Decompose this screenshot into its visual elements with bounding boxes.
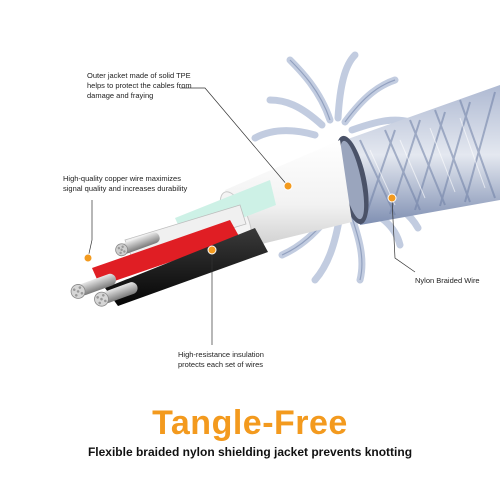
red-wire <box>92 220 240 286</box>
nylon-braided-sleeve <box>345 85 500 225</box>
headline-title: Tangle-Free <box>152 404 348 442</box>
callout-nylon-braided-wire: Nylon Braided Wire <box>415 276 480 285</box>
copper-strands <box>70 232 160 307</box>
inner-wires <box>92 204 268 306</box>
callout-outer-jacket: Outer jacket made of solid TPE helps to … <box>87 71 192 100</box>
callout-dots <box>83 181 397 263</box>
callout-insulation: High-resistance insulation protects each… <box>178 350 264 369</box>
callout-copper-wire: High-quality copper wire maximizes signa… <box>63 174 188 193</box>
tagline-text: Flexible braided nylon shielding jacket … <box>87 445 413 459</box>
black-wire <box>105 228 268 306</box>
callout-leaders <box>87 87 416 345</box>
